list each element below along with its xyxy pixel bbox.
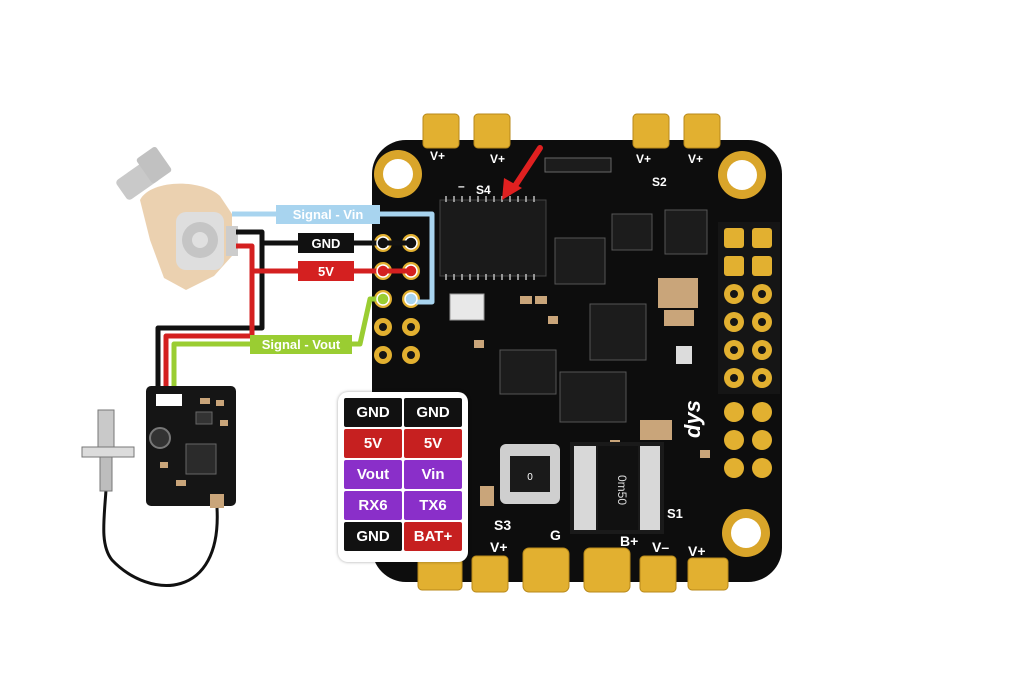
label-v-minus: V–	[652, 539, 669, 555]
wire-signal-vout	[171, 296, 383, 390]
jumper-label: 0	[527, 472, 533, 483]
fpv-camera-icon	[116, 147, 238, 290]
pin-cell-right: TX6	[404, 491, 462, 520]
label-v-plus-tr: V+	[636, 152, 651, 166]
wire-label-signal-vout-text: Signal - Vout	[262, 337, 341, 352]
right-pin-header	[718, 222, 780, 478]
pin-cell-right: GND	[404, 398, 462, 427]
wire-5v-vtx	[163, 271, 255, 390]
pin-cell-right: 5V	[404, 429, 462, 458]
pin-cell-left: RX6	[344, 491, 402, 520]
label-s3: S3	[494, 517, 511, 533]
label-b-plus: B+	[620, 533, 638, 549]
antenna-connector	[81, 409, 219, 587]
pin-cell-left: 5V	[344, 429, 402, 458]
silkscreen-labels: V+ – V+ S4 V+ S2 V+ S3 V+ G B+ V– V+ S1 …	[430, 149, 706, 559]
label-v-plus-tl2: V+	[490, 152, 505, 166]
wire-label-signal-vout: Signal - Vout	[250, 335, 352, 354]
wire-label-gnd: GND	[298, 233, 354, 253]
red-arrow-icon	[502, 145, 543, 200]
wire-gnd-vtx	[155, 243, 265, 390]
top-solder-pads	[422, 113, 721, 149]
pin-cell-left: Vout	[344, 460, 402, 489]
jumper-pad: 0	[500, 444, 560, 504]
wire-label-gnd-text: GND	[312, 236, 341, 251]
label-v-plus-tl: V+	[430, 149, 445, 163]
wire-label-signal-vin: Signal - Vin	[276, 205, 380, 224]
board-components	[449, 157, 710, 506]
video-transmitter-module	[146, 386, 236, 508]
pin-cell-left: GND	[344, 522, 402, 551]
label-s4: S4	[476, 183, 491, 197]
label-g: G	[550, 527, 561, 543]
pin-cell-left: GND	[344, 398, 402, 427]
wire-label-5v-text: 5V	[318, 264, 334, 279]
mounting-holes	[374, 150, 770, 557]
shunt-label: 0m50	[615, 475, 629, 505]
label-v-plus-br: V+	[688, 543, 706, 559]
brand-logo-text: dys	[680, 400, 705, 438]
pin-cell-right: BAT+	[404, 522, 462, 551]
current-shunt: 0m50	[570, 442, 664, 534]
label-v-plus-bl: V+	[490, 539, 508, 555]
bottom-solder-pads	[417, 547, 729, 593]
main-ic-chip	[439, 196, 547, 280]
wire-solder-dots	[376, 236, 418, 306]
pin-cell-right: Vin	[404, 460, 462, 489]
label-minus-tl: –	[458, 179, 465, 193]
label-s1: S1	[667, 506, 683, 521]
wire-label-signal-vin-text: Signal - Vin	[293, 207, 364, 222]
label-v-plus-tr2: V+	[688, 152, 703, 166]
label-s2: S2	[652, 175, 667, 189]
wire-label-5v: 5V	[298, 261, 354, 281]
